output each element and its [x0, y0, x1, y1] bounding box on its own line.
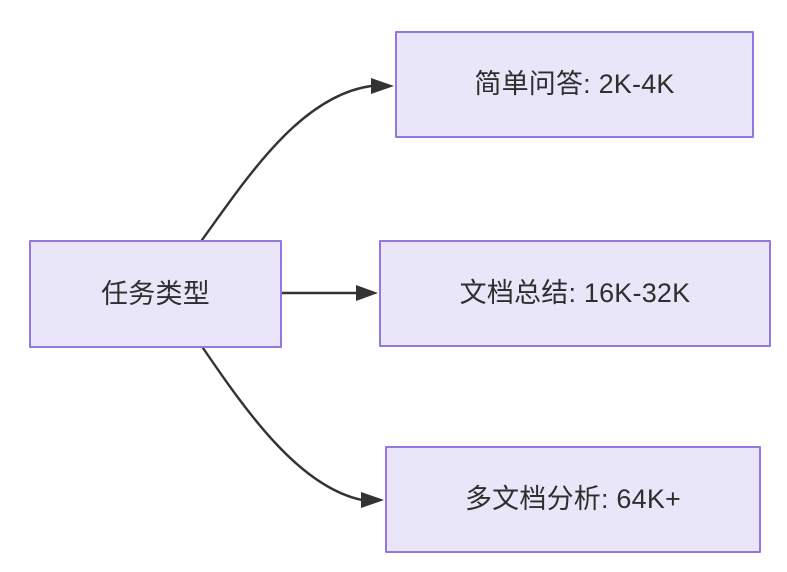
edge-source-to-multi-doc-arrowhead [361, 492, 384, 508]
edge-source-to-multi-doc [201, 346, 384, 508]
node-simple-qa[interactable]: 简单问答: 2K-4K [395, 31, 754, 138]
node-task-type[interactable]: 任务类型 [29, 240, 282, 348]
node-doc-summary[interactable]: 文档总结: 16K-32K [379, 240, 771, 347]
node-simple-qa-label: 简单问答: 2K-4K [474, 69, 675, 100]
node-doc-summary-label: 文档总结: 16K-32K [459, 278, 691, 309]
node-multi-doc[interactable]: 多文档分析: 64K+ [385, 446, 761, 553]
edge-source-to-simple-qa [200, 78, 394, 242]
edge-source-to-simple-qa-arrowhead [371, 78, 394, 94]
edge-source-to-simple-qa-path [200, 84, 373, 242]
edge-source-to-multi-doc-path [201, 346, 364, 502]
node-multi-doc-label: 多文档分析: 64K+ [464, 484, 681, 515]
edge-source-to-doc-summary [280, 285, 378, 301]
node-task-type-label: 任务类型 [101, 278, 210, 309]
edge-source-to-doc-summary-arrowhead [356, 285, 378, 301]
